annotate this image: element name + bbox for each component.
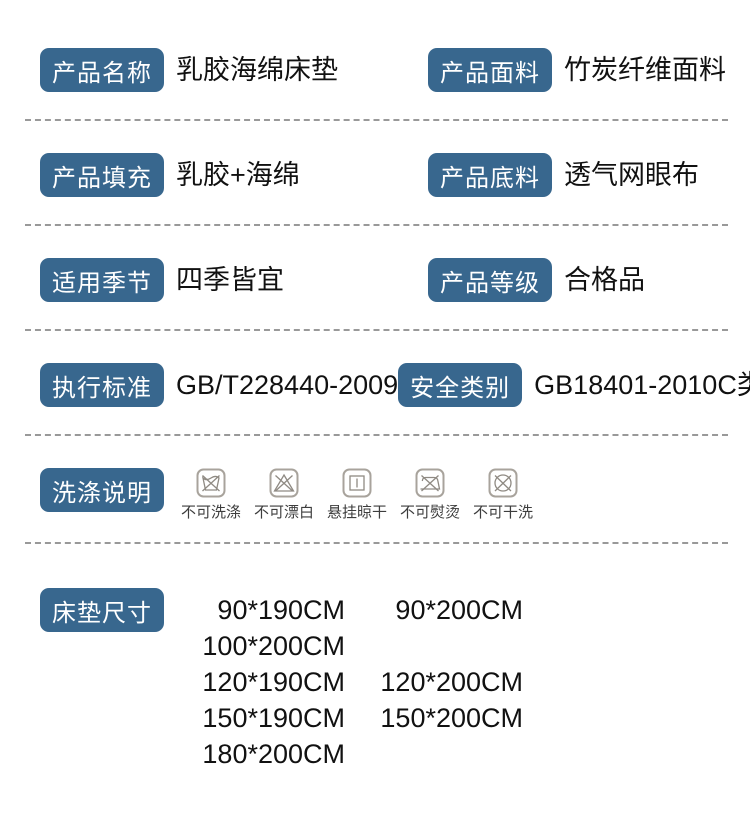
wash-icon-list: 不可洗涤 不可漂白	[180, 468, 545, 522]
no-ironing-icon	[415, 468, 445, 498]
spec-safety-category: 安全类别 GB18401-2010C类	[398, 363, 750, 407]
grade-label-badge: 产品等级	[428, 258, 552, 302]
size-option: 90*200CM	[395, 595, 523, 625]
wash-item-no-washing: 不可洗涤	[180, 468, 242, 522]
spec-season: 适用季节 四季皆宜	[40, 258, 428, 302]
safety-category-value: GB18401-2010C类	[534, 370, 750, 400]
size-option: 100*200CM	[202, 631, 345, 661]
product-filling-value: 乳胶+海绵	[176, 160, 300, 190]
dashed-divider	[25, 329, 728, 331]
mattress-size-label-badge: 床垫尺寸	[40, 588, 164, 632]
wash-item-no-ironing: 不可熨烫	[399, 468, 461, 522]
product-fabric-value: 竹炭纤维面料	[564, 55, 726, 85]
size-option: 180*200CM	[202, 739, 345, 769]
size-option: 90*190CM	[217, 595, 345, 625]
wash-item-no-dry-clean: 不可干洗	[472, 468, 534, 522]
dashed-divider	[25, 434, 728, 436]
spec-row-name-fabric: 产品名称 乳胶海绵床垫 产品面料 竹炭纤维面料	[40, 48, 750, 92]
size-option	[345, 736, 523, 772]
season-label-badge: 适用季节	[40, 258, 164, 302]
product-name-value: 乳胶海绵床垫	[176, 55, 338, 85]
spec-standard: 执行标准 GB/T228440-2009	[40, 363, 398, 407]
wash-item-no-bleach: 不可漂白	[253, 468, 315, 522]
dashed-divider	[25, 119, 728, 121]
safety-category-label-badge: 安全类别	[398, 363, 523, 407]
product-name-label-badge: 产品名称	[40, 48, 164, 92]
size-option: 120*200CM	[380, 667, 523, 697]
standard-value: GB/T228440-2009	[176, 370, 399, 400]
spec-product-fabric: 产品面料 竹炭纤维面料	[428, 48, 726, 92]
spec-grade: 产品等级 合格品	[428, 258, 645, 302]
product-base-label-badge: 产品底料	[428, 153, 552, 197]
dashed-divider	[25, 542, 728, 544]
product-filling-label-badge: 产品填充	[40, 153, 164, 197]
size-option: 150*190CM	[202, 703, 345, 733]
spec-row-season-grade: 适用季节 四季皆宜 产品等级 合格品	[40, 258, 750, 302]
spec-row-filling-base: 产品填充 乳胶+海绵 产品底料 透气网眼布	[40, 153, 750, 197]
mattress-size-grid: 90*190CM 90*200CM 100*200CM 120*190CM 12…	[164, 592, 523, 772]
size-option	[345, 628, 523, 664]
standard-label-badge: 执行标准	[40, 363, 164, 407]
no-dry-clean-icon	[488, 468, 518, 498]
wash-item-label: 不可干洗	[472, 504, 533, 521]
wash-item-label: 悬挂晾干	[326, 504, 387, 521]
mattress-sizes-row: 床垫尺寸 90*190CM 90*200CM 100*200CM 120*190…	[40, 588, 750, 772]
no-bleach-icon	[269, 468, 299, 498]
wash-item-hang-dry: 悬挂晾干	[326, 468, 388, 522]
wash-instructions-label-badge: 洗涤说明	[40, 468, 164, 512]
size-option: 150*200CM	[380, 703, 523, 733]
spec-product-filling: 产品填充 乳胶+海绵	[40, 153, 428, 197]
grade-value: 合格品	[564, 265, 645, 295]
wash-item-label: 不可漂白	[253, 504, 314, 521]
wash-item-label: 不可熨烫	[399, 504, 460, 521]
spec-product-name: 产品名称 乳胶海绵床垫	[40, 48, 428, 92]
no-washing-icon	[196, 468, 226, 498]
spec-row-standard-safety: 执行标准 GB/T228440-2009 安全类别 GB18401-2010C类	[40, 363, 750, 407]
size-option: 120*190CM	[202, 667, 345, 697]
spec-product-base: 产品底料 透气网眼布	[428, 153, 699, 197]
hang-dry-icon	[342, 468, 372, 498]
wash-instructions-row: 洗涤说明 不可洗涤	[40, 468, 750, 522]
product-base-value: 透气网眼布	[564, 160, 699, 190]
product-fabric-label-badge: 产品面料	[428, 48, 552, 92]
dashed-divider	[25, 224, 728, 226]
season-value: 四季皆宜	[176, 265, 284, 295]
wash-item-label: 不可洗涤	[180, 504, 241, 521]
